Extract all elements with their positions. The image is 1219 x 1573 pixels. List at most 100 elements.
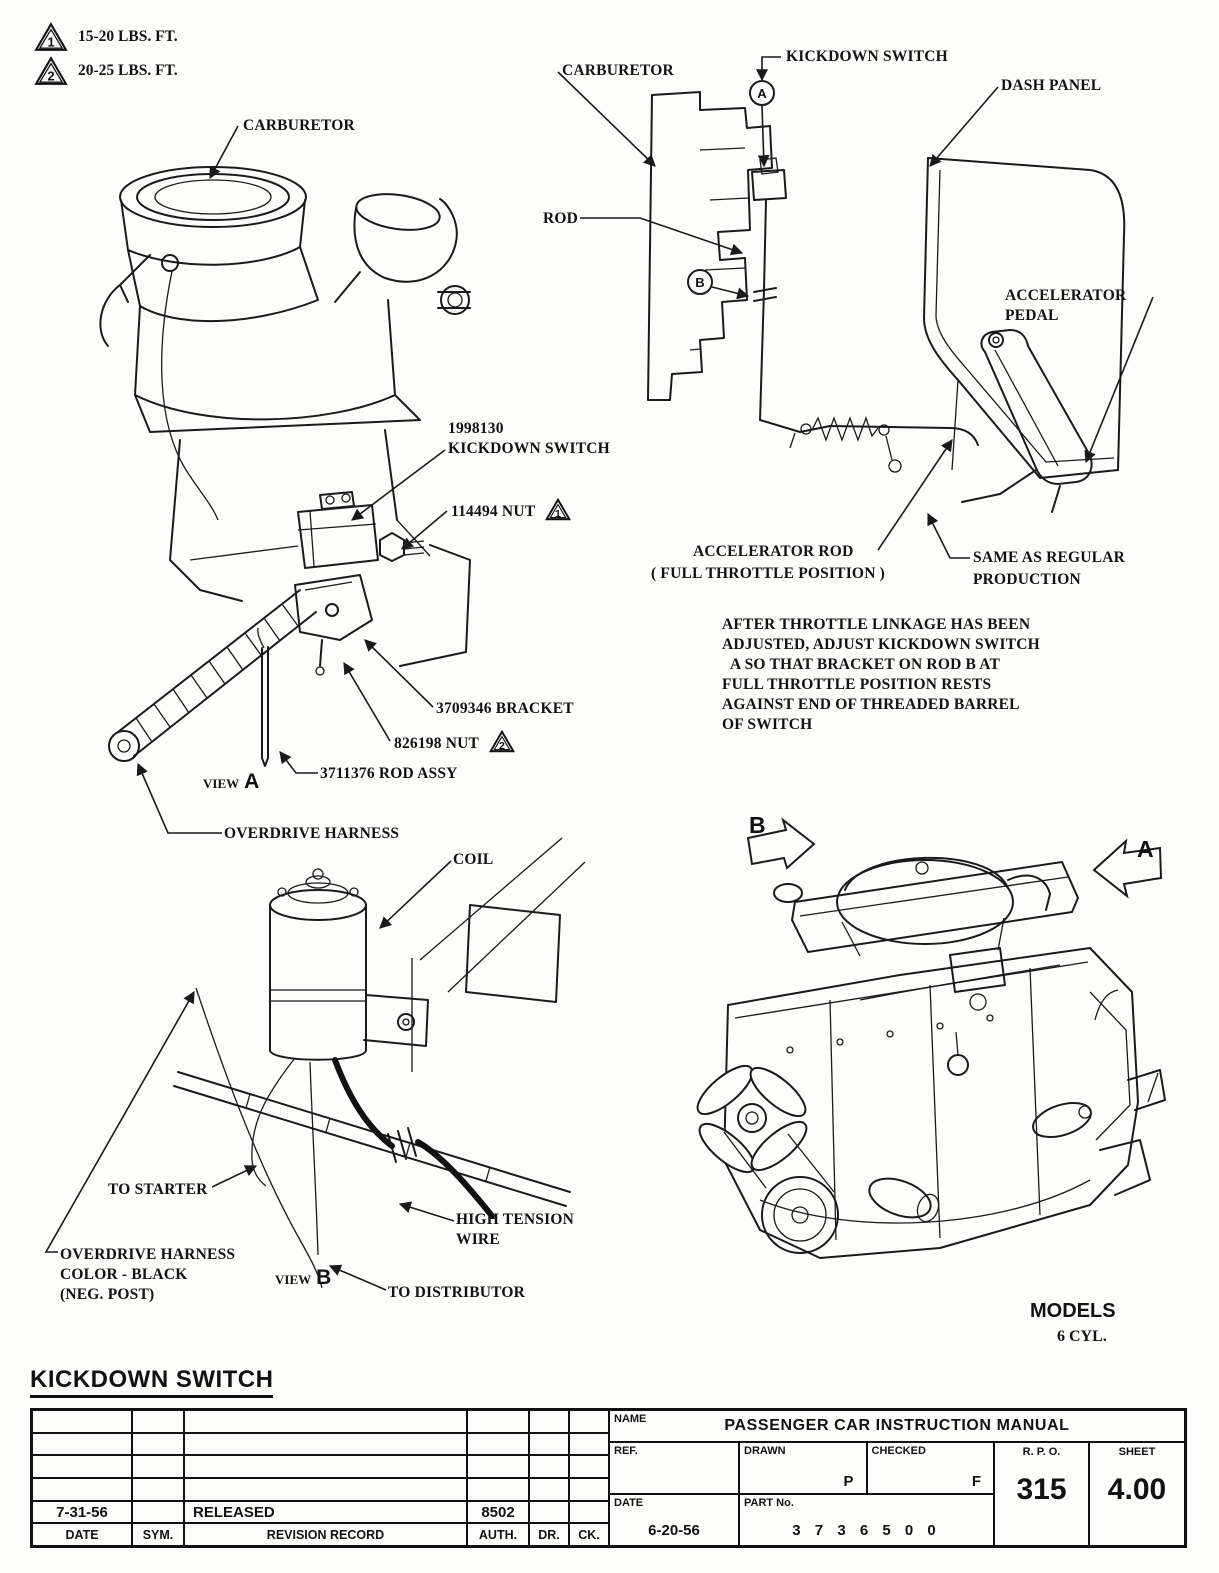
- empty-cell: [468, 1433, 530, 1455]
- view-a-arrow-icon: [1092, 838, 1163, 899]
- revision-empty-row: [33, 1456, 608, 1480]
- revision-date-value: 7-31-56: [33, 1501, 133, 1523]
- revision-auth-value: 8502: [468, 1501, 530, 1523]
- callout-b-marker: [687, 269, 713, 295]
- rpo-value: 315: [1016, 1473, 1067, 1506]
- label-rod: ROD: [543, 210, 579, 227]
- torque-triangle-2-icon: 2: [34, 56, 68, 85]
- header-sym: SYM.: [133, 1524, 185, 1546]
- engine-drawing: [696, 817, 1166, 1259]
- linkage-leaders: [557, 56, 1154, 559]
- label-kickdown-name: KICKDOWN SWITCH: [448, 440, 610, 457]
- engine-view-a-letter: A: [1137, 836, 1154, 862]
- label-same-as-regular-2: PRODUCTION: [973, 571, 1081, 588]
- header-auth: AUTH.: [468, 1524, 530, 1546]
- empty-cell: [570, 1434, 608, 1455]
- view-b-word: VIEW: [275, 1272, 312, 1287]
- empty-cell: [133, 1433, 185, 1455]
- date-cell: DATE 6-20-56: [610, 1495, 738, 1545]
- linkage-drawing: A B: [647, 80, 1126, 513]
- label-overdrive-color-2: COLOR - BLACK: [60, 1266, 188, 1283]
- note-line-1: AFTER THROTTLE LINKAGE HAS BEEN: [722, 616, 1031, 633]
- checked-label: CHECKED: [871, 1445, 926, 1457]
- header-record: REVISION RECORD: [185, 1524, 468, 1546]
- nut1-triangle-number: 1: [555, 508, 561, 520]
- page-title: KICKDOWN SWITCH: [30, 1366, 274, 1398]
- label-to-distributor: TO DISTRIBUTOR: [388, 1284, 526, 1301]
- label-same-as-regular-1: SAME AS REGULAR: [973, 549, 1125, 566]
- label-carburetor-view-a: CARBURETOR: [243, 117, 355, 134]
- carburetor-drawing: [99, 166, 471, 767]
- label-to-starter: TO STARTER: [108, 1181, 208, 1198]
- torque-triangle-2-icon: 2: [488, 730, 515, 753]
- label-accelerator-pedal-1: ACCELERATOR: [1005, 287, 1127, 304]
- label-carburetor-linkage: CARBURETOR: [562, 62, 674, 79]
- nut2-triangle-number: 2: [499, 740, 505, 752]
- label-kickdown-switch: KICKDOWN SWITCH: [786, 48, 948, 65]
- revision-empty-row: [33, 1411, 608, 1434]
- view-b-letter: B: [316, 1266, 332, 1289]
- empty-cell: [33, 1479, 133, 1500]
- label-overdrive-harness: OVERDRIVE HARNESS: [224, 825, 400, 842]
- torque-symbol-1: 1: [47, 35, 54, 50]
- coil-drawing: [173, 837, 586, 1289]
- empty-cell: [570, 1479, 608, 1500]
- label-bracket: 3709346 BRACKET: [436, 700, 574, 717]
- sheet-value: 4.00: [1107, 1473, 1167, 1506]
- empty-cell: [33, 1411, 133, 1432]
- label-high-tension-2: WIRE: [456, 1231, 500, 1248]
- label-high-tension-1: HIGH TENSION: [456, 1211, 574, 1228]
- date-value: 6-20-56: [648, 1522, 700, 1539]
- ref-label: REF.: [614, 1445, 638, 1457]
- empty-cell: [530, 1501, 570, 1523]
- empty-cell: [185, 1479, 468, 1500]
- drawn-cell: DRAWN P: [740, 1443, 868, 1493]
- ref-cell: REF.: [610, 1443, 738, 1495]
- torque-text-1: 15-20 LBS. FT.: [78, 28, 178, 45]
- torque-note-2: 2 20-25 LBS. FT.: [34, 56, 178, 86]
- rpo-label: R. P. O.: [1022, 1446, 1061, 1458]
- empty-cell: [33, 1456, 133, 1478]
- name-row: NAME PASSENGER CAR INSTRUCTION MANUAL: [610, 1411, 1184, 1443]
- label-rod-assy: 3711376 ROD ASSY: [320, 765, 458, 782]
- note-line-3: A SO THAT BRACKET ON ROD B AT: [730, 656, 1001, 673]
- sheet-cell: SHEET 4.00: [1090, 1443, 1184, 1545]
- drawn-value: P: [843, 1473, 854, 1490]
- sheet-label: SHEET: [1118, 1446, 1156, 1458]
- torque-symbol-2: 2: [47, 69, 54, 84]
- empty-cell: [570, 1502, 608, 1523]
- empty-cell: [133, 1411, 185, 1432]
- part-cell: PART No. 3 7 3 6 5 0 0: [740, 1495, 993, 1545]
- empty-cell: [468, 1411, 530, 1432]
- date-label: DATE: [614, 1497, 644, 1509]
- title-block: 7-31-56 RELEASED 8502 DATE SYM. REVISION…: [30, 1408, 1187, 1548]
- drawing-info-block: NAME PASSENGER CAR INSTRUCTION MANUAL RE…: [610, 1411, 1184, 1545]
- revision-empty-row: [33, 1479, 608, 1502]
- label-nut1-text: 114494 NUT: [451, 503, 535, 520]
- label-nut2-text: 826198 NUT: [394, 735, 479, 752]
- checked-cell: CHECKED F: [868, 1443, 994, 1493]
- label-kickdown-number: 1998130: [448, 420, 504, 437]
- empty-cell: [530, 1479, 570, 1500]
- empty-cell: [530, 1433, 570, 1455]
- checked-value: F: [971, 1473, 981, 1490]
- revision-released-row: 7-31-56 RELEASED 8502: [33, 1501, 608, 1525]
- torque-triangle-1-icon: 1: [545, 498, 572, 521]
- label-accelerator-rod-2: ( FULL THROTTLE POSITION ): [651, 565, 886, 582]
- label-overdrive-color-1: OVERDRIVE HARNESS: [60, 1246, 236, 1263]
- note-line-6: OF SWITCH: [722, 716, 813, 733]
- part-number: 3 7 3 6 5 0 0: [792, 1522, 941, 1539]
- rpo-cell: R. P. O. 315: [995, 1443, 1090, 1545]
- torque-text-2: 20-25 LBS. FT.: [78, 62, 178, 79]
- header-dr: DR.: [530, 1524, 570, 1546]
- revision-empty-row: [33, 1433, 608, 1457]
- label-nut1: 114494 NUT 1: [451, 498, 572, 521]
- empty-cell: [530, 1456, 570, 1478]
- models-label: MODELS: [1030, 1300, 1116, 1322]
- note-line-5: AGAINST END OF THREADED BARREL: [722, 696, 1020, 713]
- callout-b-text: B: [695, 275, 704, 290]
- empty-cell: [133, 1501, 185, 1523]
